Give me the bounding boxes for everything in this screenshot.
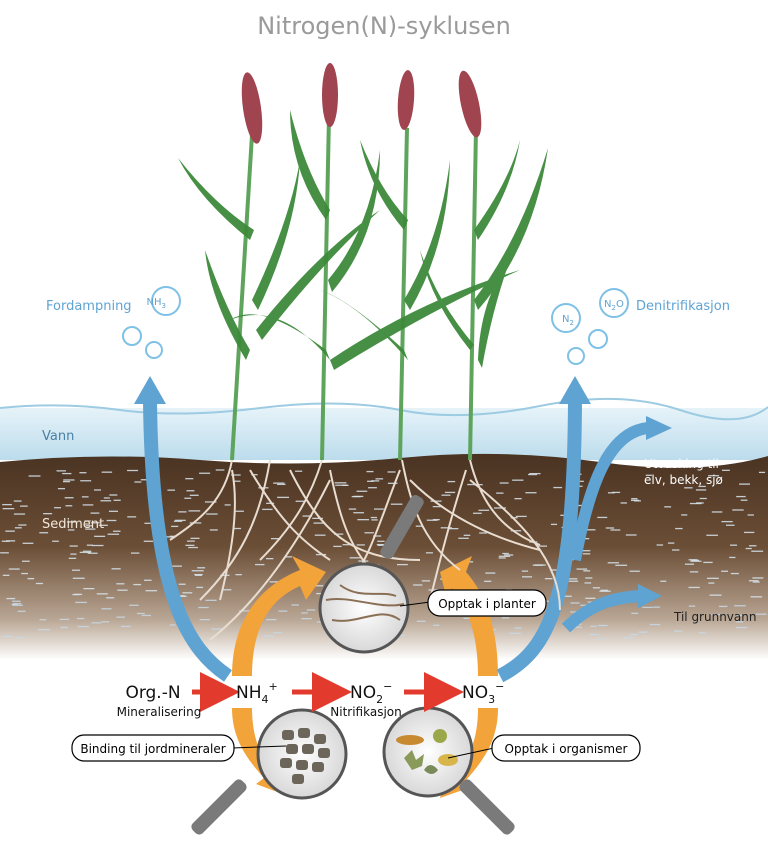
nitrifikasjon-label: Nitrifikasjon [330, 705, 401, 719]
utvasking-label-line2: elv, bekk, sjø [644, 473, 723, 487]
nh3-label: NH3 [147, 297, 166, 310]
fordampning-arrow [143, 399, 232, 682]
nh4-label: NH4+ [236, 680, 278, 706]
flower-heads [241, 63, 482, 144]
bubbles [122, 286, 629, 365]
magnifier-planter [318, 495, 424, 654]
callout-planter-text: Opptak i planter [438, 597, 536, 611]
grunnvann-label: Til grunnvann [673, 610, 756, 624]
callout-organismer: Opptak i organismer [491, 734, 641, 762]
denitrifikasjon-arrowhead [559, 376, 591, 404]
sediment-label: Sediment [42, 517, 104, 532]
fordampning-arrowhead [134, 376, 166, 404]
blue-arrows [134, 376, 672, 683]
magnifier-organismer [382, 706, 515, 835]
magnifier-jordmineraler [191, 708, 348, 835]
mineralisering-label: Mineralisering [117, 705, 202, 719]
callout-pointers [231, 601, 495, 759]
utvasking-arrowhead [646, 416, 672, 440]
diagram-title: Nitrogen(N)-syklusen [257, 12, 511, 40]
n2-label: N2 [562, 314, 574, 327]
utvasking-label-line1: Utvasking til [644, 457, 719, 471]
no2-label: NO2− [350, 680, 392, 706]
callout-planter: Opptak i planter [427, 589, 547, 617]
n2o-label: N2O [604, 299, 624, 312]
fordampning-label: Fordampning [46, 299, 132, 314]
utvasking-arrow [569, 422, 650, 562]
denitrifikasjon-label: Denitrifikasjon [636, 299, 730, 314]
denitrifikasjon-arrow [496, 399, 582, 683]
callout-jordmineraler: Binding til jordmineraler [71, 734, 235, 762]
grunnvann-arrowhead [638, 584, 662, 608]
org-n-label: Org.-N [125, 683, 180, 703]
vann-label: Vann [42, 429, 74, 444]
no3-label: NO3− [462, 680, 504, 706]
nitrogen-chain: Org.-N NH4+ NO2− NO3− Mineralisering Nit… [117, 672, 504, 719]
callout-organismer-text: Opptak i organismer [505, 742, 628, 756]
plants [178, 63, 548, 461]
callout-jordmineraler-text: Binding til jordmineraler [80, 742, 225, 756]
grunnvann-arrow [561, 590, 641, 633]
